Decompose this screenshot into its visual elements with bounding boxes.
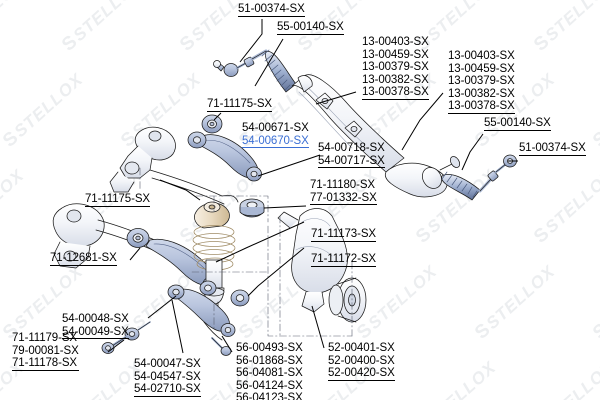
callout-tie-rod-end-right: 51-00374-SX [519, 142, 586, 156]
part-number: 52-00401-SX [328, 342, 395, 354]
part-number: 51-00374-SX [238, 3, 305, 17]
leader-55-00140-right [461, 133, 484, 171]
part-number: 54-04547-SX [134, 370, 201, 383]
part-number: 56-00493-SX [236, 342, 303, 354]
callout-tie-rod-end-top: 51-00374-SX [238, 3, 305, 17]
callout-knuckle-bushing-upper: 71-11173-SX [311, 228, 376, 242]
steering-rack-housing [291, 74, 461, 198]
part-number: 54-00049-SX [62, 325, 129, 340]
part-number: 71-11172-SX [311, 253, 376, 267]
leader-13-boot-right [401, 92, 444, 151]
part-number: 71-11180-SX [310, 179, 375, 191]
steering-rack-boot-left-part [261, 49, 297, 93]
tie-rod-end-right-part [478, 154, 517, 193]
part-number: 56-01868-SX [236, 354, 303, 367]
part-number: 56-04124-SX [236, 379, 303, 392]
part-number: 55-00140-SX [277, 21, 344, 35]
part-number: 54-00671-SX [242, 122, 309, 134]
lower-rear-arm-part [167, 284, 236, 356]
part-number: 71-12681-SX [50, 252, 117, 266]
part-number: 79-00081-SX [12, 344, 79, 357]
part-number: 77-01332-SX [310, 191, 377, 206]
part-number: 13-00403-SX [362, 36, 429, 48]
callout-upper-arm-bushing: 71-11175-SX [207, 98, 272, 112]
part-number: 13-00379-SX [448, 75, 515, 88]
part-number: 55-00140-SX [484, 117, 551, 131]
part-number: 56-04081-SX [236, 367, 303, 380]
part-number: 54-00670-SX [242, 134, 309, 149]
part-number: 71-11173-SX [311, 228, 376, 242]
leader-56-00493 [221, 335, 233, 353]
callout-inner-tie-rod-right: 55-00140-SX [484, 117, 551, 131]
part-number: 54-00048-SX [62, 313, 129, 325]
part-number: 54-00717-SX [318, 154, 385, 169]
leader-13-boot-left [315, 91, 357, 105]
part-number: 71-11175-SX [207, 98, 272, 112]
knuckle-bushing-parts [199, 280, 250, 307]
part-number: 13-00378-SX [448, 100, 515, 114]
part-number: 13-00378-SX [362, 86, 429, 100]
part-number: 13-00382-SX [362, 73, 429, 86]
part-number: 54-00047-SX [134, 358, 201, 370]
subframe-bushing-part [126, 228, 150, 248]
part-number: 71-11179-SX [12, 332, 77, 344]
part-number: 13-00459-SX [362, 48, 429, 61]
part-number: 71-11178-SX [12, 357, 79, 371]
leader-71-11179 [107, 339, 125, 353]
callout-inner-tie-rod-top: 55-00140-SX [277, 21, 344, 35]
leader-71-11175-top [213, 112, 222, 121]
tie-rod-end-left-part [213, 49, 268, 77]
leader-54-00048 [147, 295, 177, 319]
leader-71-11172 [247, 247, 305, 297]
leader-51-00374-top [239, 19, 263, 63]
part-number: 52-00420-SX [328, 367, 395, 381]
part-number: 54-02710-SX [134, 383, 201, 397]
leader-71-12681 [129, 247, 141, 261]
leader-54-00047 [171, 299, 184, 354]
stabilizer-link-part [101, 321, 151, 354]
steering-rack-boot-right-part [441, 171, 481, 201]
part-number: 13-00403-SX [448, 50, 515, 62]
leader-77-01332 [263, 205, 307, 209]
leader-52-00401 [311, 305, 325, 349]
part-number: 13-00382-SX [448, 87, 515, 100]
strut-mount-bearing-part [239, 198, 265, 218]
upper-arm-bushing-part [201, 114, 223, 134]
upper-control-arm-part [187, 131, 262, 182]
part-number: 56-04123-SX [236, 392, 303, 400]
part-number: 54-00718-SX [318, 142, 385, 154]
part-number: 51-00374-SX [519, 142, 586, 156]
leader-71-11173 [215, 221, 305, 263]
callout-subframe-bushing: 71-12681-SX [50, 252, 117, 266]
leader-55-00140-top [254, 38, 284, 87]
part-number: 52-00400-SX [328, 354, 395, 367]
part-number: 71-11175-SX [85, 193, 150, 207]
callout-upper-arm-bushing-left: 71-11175-SX [85, 193, 150, 207]
part-number: 13-00459-SX [448, 62, 515, 75]
leader-54-00718 [257, 154, 321, 177]
part-number: 13-00379-SX [362, 61, 429, 74]
callout-knuckle-bushing-lower: 71-11172-SX [311, 253, 376, 267]
subframe-crossmember [52, 126, 239, 269]
leader-71-11175-left [159, 179, 201, 201]
